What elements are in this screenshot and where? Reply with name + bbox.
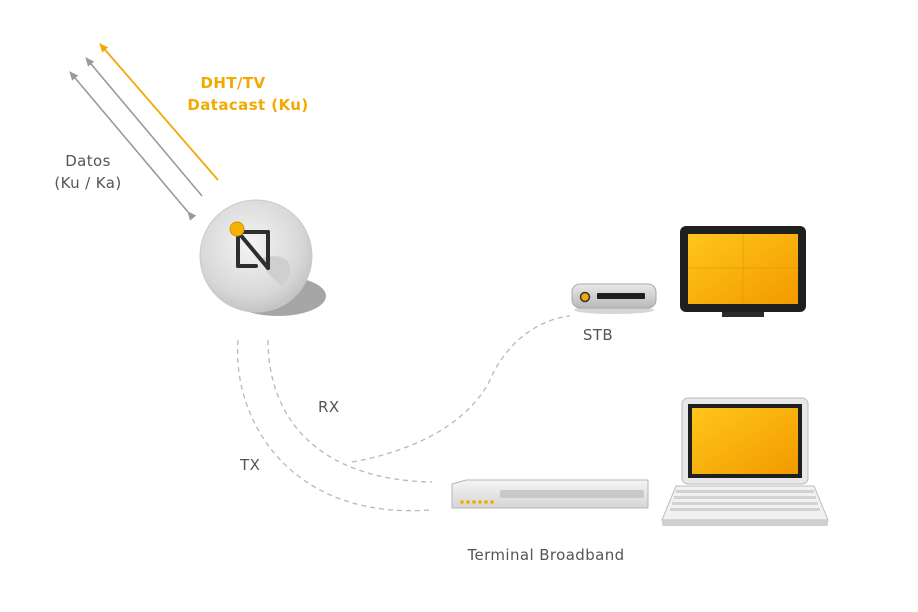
downlink-label-line2: Datacast (Ku): [187, 96, 309, 114]
data-label-line1: Datos: [65, 152, 111, 170]
rx-label: RX: [318, 398, 340, 416]
uplink-arrow-inner: [85, 57, 203, 197]
laptop-icon: [661, 397, 829, 526]
tx-cable: [236, 339, 431, 512]
broadband-modem-icon: [451, 479, 649, 509]
rx-cable-to-modem: [267, 339, 433, 483]
stb-label: STB: [582, 326, 614, 344]
downlink-arrow-orange: [99, 43, 219, 181]
satellite-dish-icon: [199, 199, 326, 316]
terminal-label: Terminal Broadband: [467, 546, 625, 564]
uplink-arrow-outer: [69, 71, 197, 221]
tx-label: TX: [240, 456, 261, 474]
downlink-label-line1: DHT/TV: [200, 74, 266, 92]
television-icon: [680, 226, 806, 317]
rx-cable-to-stb: [351, 315, 571, 463]
data-label-line2: (Ku / Ka): [54, 174, 122, 192]
set-top-box-icon: [571, 283, 657, 314]
